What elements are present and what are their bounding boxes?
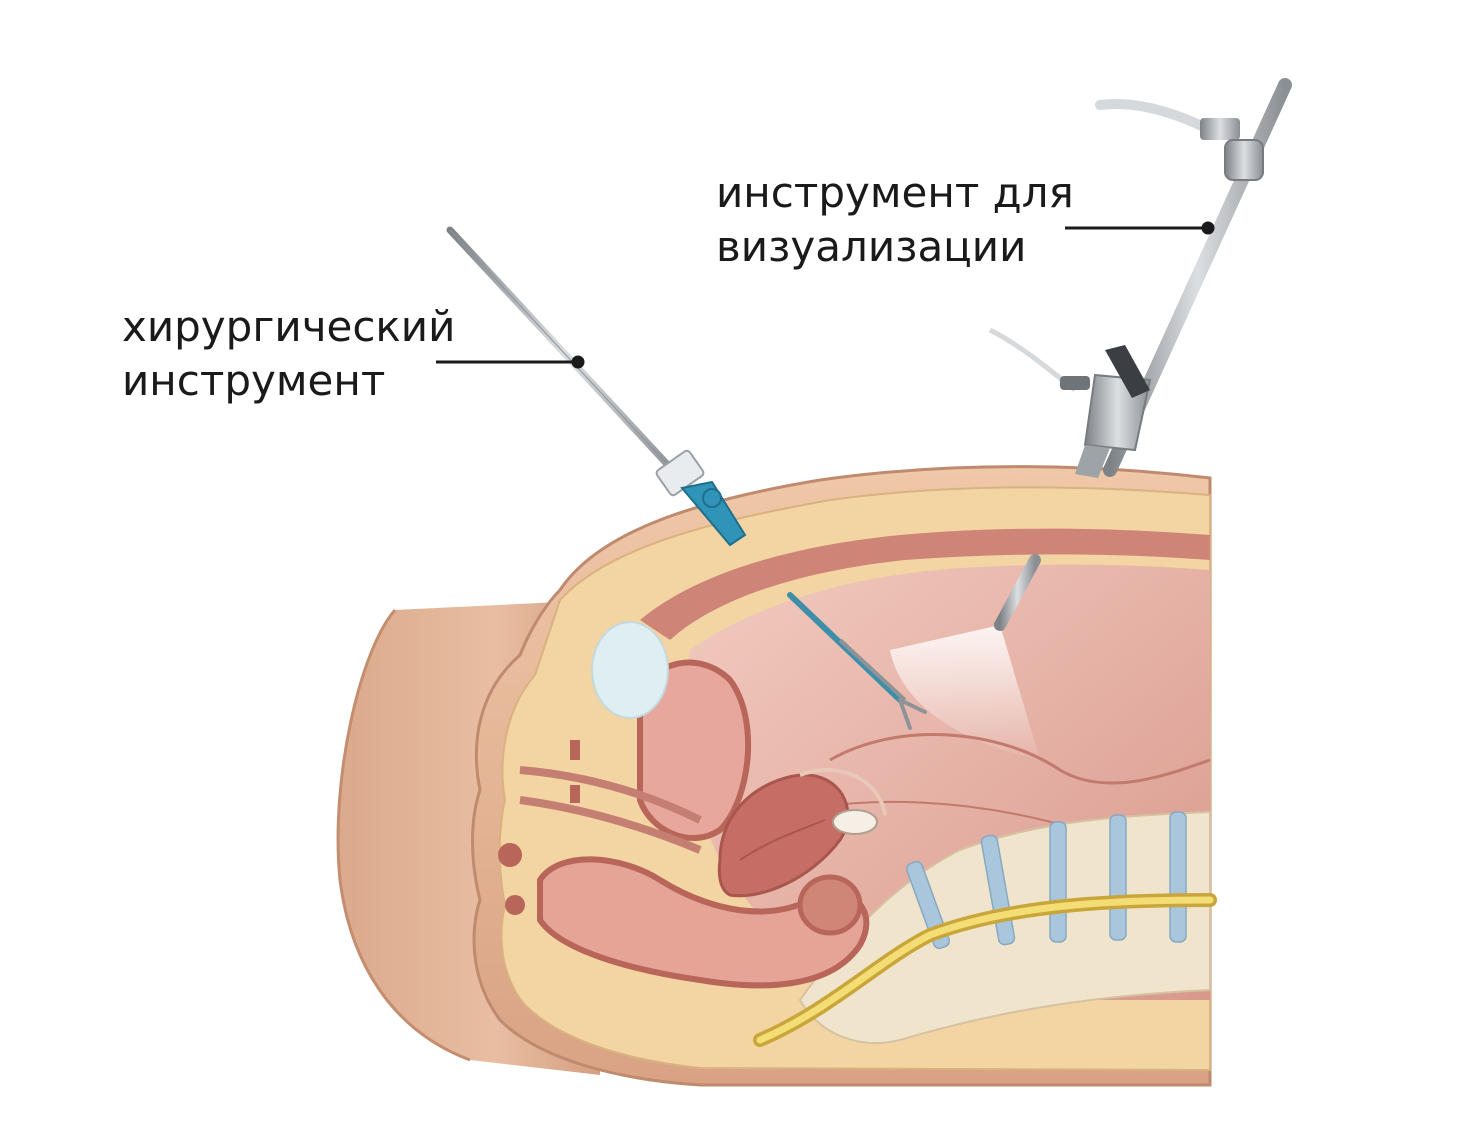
- laparoscope-icon: [988, 78, 1292, 631]
- leader-lines: [436, 221, 1215, 369]
- surgical-instrument-label: хирургический инструмент: [122, 300, 455, 408]
- visualization-label-line2: визуализации: [716, 222, 1027, 271]
- visualization-instrument-label: инструмент для визуализации: [716, 166, 1074, 274]
- pelvic-organs: [498, 621, 887, 989]
- uterus: [717, 773, 850, 898]
- abdominal-muscle: [640, 528, 1210, 640]
- rectum: [537, 856, 870, 989]
- spine: [753, 810, 1217, 1047]
- surgical-instrument-icon: [446, 226, 927, 730]
- colon-loop: [797, 874, 863, 936]
- bladder: [637, 659, 752, 842]
- pubic-bone: [591, 621, 669, 719]
- visualization-label-line1: инструмент для: [716, 168, 1074, 217]
- leader-dot-visualization: [1201, 221, 1215, 235]
- surgical-label-line1: хирургический: [122, 302, 456, 351]
- surgical-label-line2: инструмент: [122, 356, 386, 405]
- leader-dot-surgical: [571, 355, 585, 369]
- ovary: [832, 809, 878, 835]
